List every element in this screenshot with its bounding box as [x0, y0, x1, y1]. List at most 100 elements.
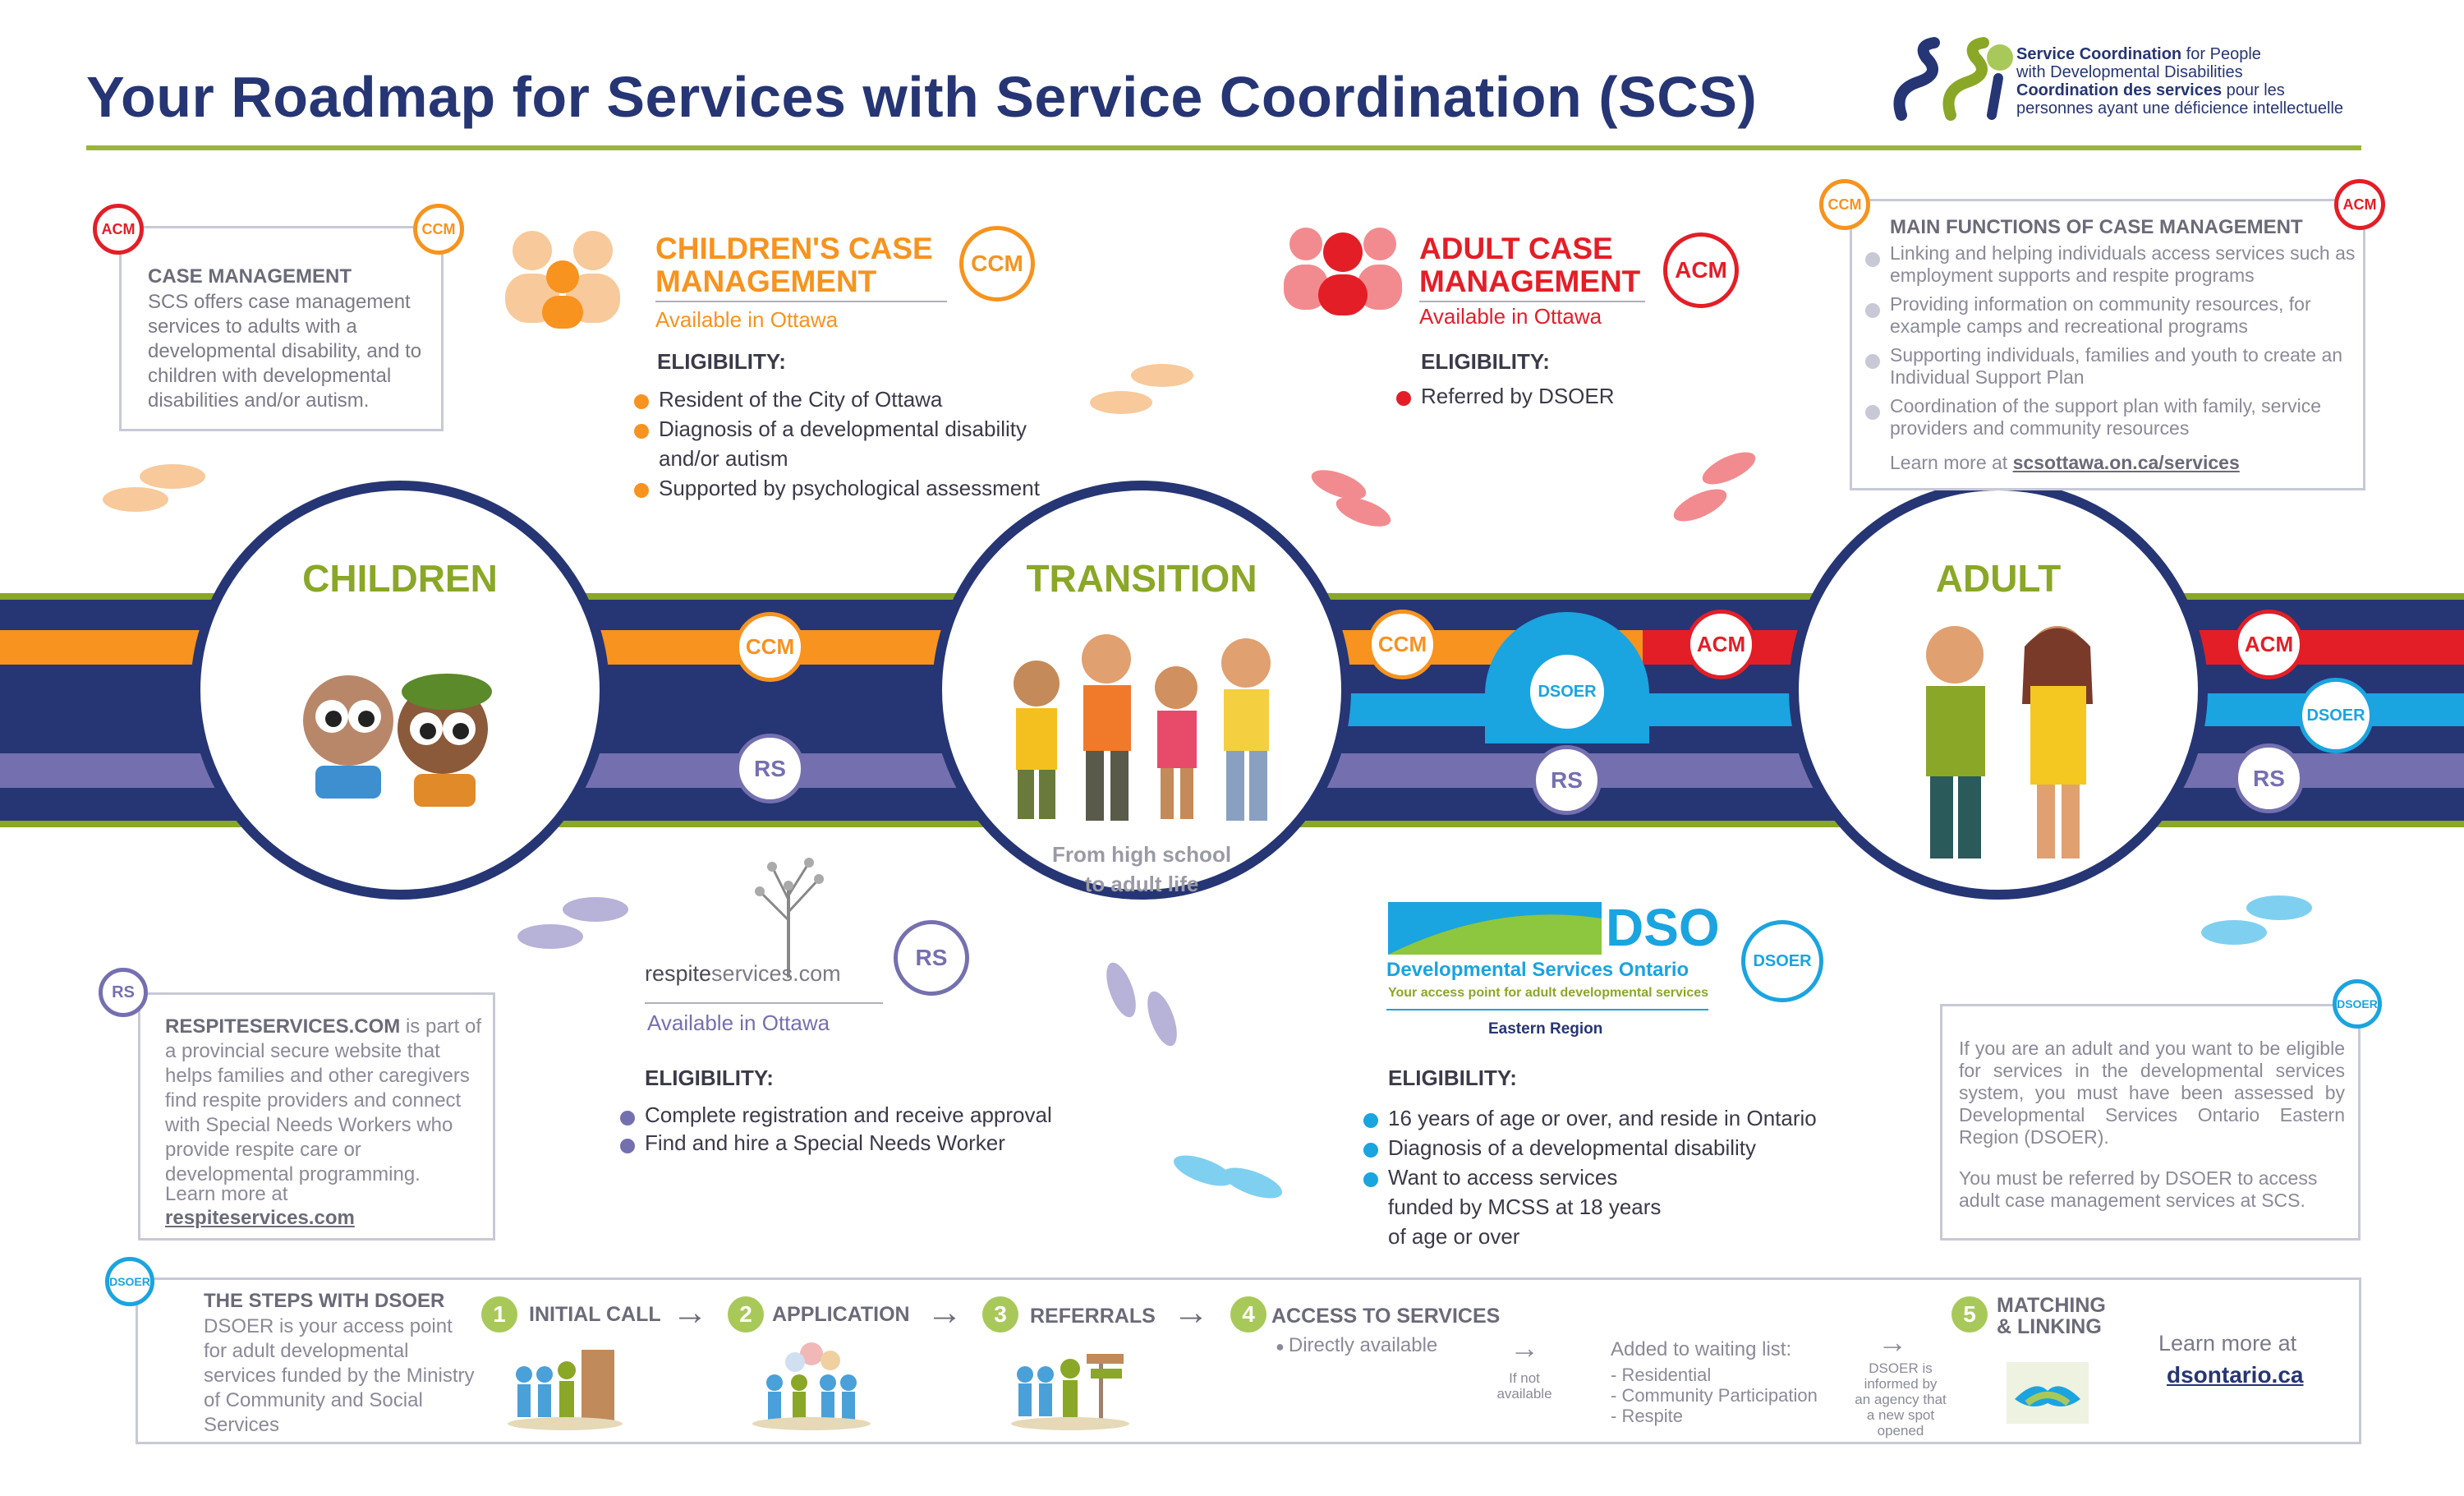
bullet-icon: ●	[1276, 1338, 1289, 1355]
transition-sub-line1: From high school	[1051, 842, 1232, 867]
list-item: Complete registration and receive approv…	[620, 1101, 1113, 1129]
adult-family-icon	[1284, 228, 1402, 315]
childrens-cm-title: CHILDREN'S CASE MANAGEMENT	[655, 232, 933, 298]
transition-title: TRANSITION	[1026, 557, 1257, 600]
adult-title: ADULT	[1935, 557, 2062, 600]
footprints-icon	[2201, 895, 2312, 945]
list-item: Find and hire a Special Needs Worker	[620, 1129, 1113, 1157]
footprints-icon	[1173, 1155, 1283, 1199]
waiting-item: - Community Participation	[1611, 1385, 1818, 1406]
respite-info-box: RESPITESERVICES.COM is part of a provinc…	[138, 992, 495, 1241]
dso-logo-big: DSO	[1606, 898, 1720, 957]
respite-learn-more: Learn more at	[165, 1183, 288, 1205]
step-label: APPLICATION	[772, 1303, 910, 1326]
dso-logo-name: Developmental Services Ontario	[1386, 959, 1689, 981]
adult-cm-title-line1: ADULT CASE	[1419, 232, 1613, 265]
childrens-cm-title-line2: MANAGEMENT	[655, 265, 877, 298]
footprints-icon	[1311, 470, 1391, 527]
scs-logo	[1885, 33, 2025, 136]
dsoer-informed: DSOER is informed by an agency that a ne…	[1855, 1360, 1947, 1438]
learn-more-prefix: Learn more at	[1890, 452, 2013, 473]
adult-cm-eligibility-label: ELIGIBILITY:	[1421, 349, 1550, 374]
respite-link[interactable]: respiteservices.com	[165, 1207, 355, 1229]
children-title: CHILDREN	[302, 557, 498, 600]
transition-circle: TRANSITION From high school to adult lif…	[932, 481, 1351, 900]
children-family-icon	[505, 231, 620, 329]
respite-eligibility-list: Complete registration and receive approv…	[620, 1101, 1113, 1157]
ccm-badge: CCM	[959, 226, 1035, 302]
dso-logo-rule	[1386, 1009, 1708, 1010]
adult-circle: ADULT	[1789, 481, 2208, 900]
dsoer-info-para2: You must be referred by DSOER to access …	[1959, 1167, 2318, 1211]
respite-heading: RESPITESERVICES.COM	[165, 1015, 401, 1038]
children-illustration	[303, 674, 492, 807]
scs-logo-icon	[1893, 37, 2013, 121]
step-label: ACCESS TO SERVICES	[1271, 1305, 1501, 1328]
logo-fr-line2: personnes ayant une déficience intellect…	[2016, 99, 2344, 117]
teens-illustration	[1014, 634, 1271, 821]
childrens-cm-title-line1: CHILDREN'S CASE	[655, 232, 933, 265]
respite-info-text: RESPITESERVICES.COM is part of a provinc…	[165, 1015, 485, 1187]
dso-region: Eastern Region	[1488, 1020, 1603, 1038]
adult-cm-underline	[1419, 301, 1645, 302]
adults-illustration	[1926, 626, 2093, 858]
dsoer-badge: DSOER	[105, 1257, 154, 1306]
list-item: Supporting individuals, families and you…	[1865, 344, 2358, 389]
childrens-cm-eligibility-label: ELIGIBILITY:	[657, 349, 786, 374]
case-management-body: SCS offers case management services to a…	[148, 291, 422, 412]
case-management-box: CASE MANAGEMENT SCS offers case manageme…	[119, 226, 444, 431]
step-label: INITIAL CALL	[529, 1303, 661, 1326]
dso-logo-graphic	[1388, 902, 1602, 955]
if-not-line2: available	[1496, 1386, 1552, 1402]
footprints-icon	[1673, 452, 1756, 522]
referrals-illustration	[1011, 1354, 1129, 1430]
list-item: Diagnosis of a developmental disability …	[634, 414, 1061, 473]
step-number: 2	[728, 1296, 764, 1333]
waiting-item: - Respite	[1611, 1406, 1684, 1426]
dsontario-link[interactable]: dsontario.ca	[2167, 1362, 2304, 1388]
step-number: 4	[1230, 1296, 1266, 1333]
list-item: Coordination of the support plan with fa…	[1865, 395, 2358, 440]
tree-icon	[755, 858, 824, 978]
children-circle: CHILDREN	[191, 481, 609, 900]
steps-intro: DSOER is your access point for adult dev…	[204, 1315, 475, 1436]
scs-services-link[interactable]: scsottawa.on.ca/services	[2012, 452, 2240, 473]
case-management-heading: CASE MANAGEMENT	[148, 265, 352, 288]
main-functions-list: Linking and helping individuals access s…	[1865, 242, 2358, 440]
acm-badge: ACM	[2234, 610, 2304, 679]
dsoer-info-box: If you are an adult and you want to be e…	[1940, 1004, 2361, 1241]
dso-logo-tagline: Your access point for adult developmenta…	[1388, 986, 1709, 1000]
dso-learn-more: Learn more at	[2158, 1331, 2297, 1356]
transition-sub-line2: to adult life	[1084, 872, 1199, 896]
logo-en-rest: for People	[2181, 45, 2261, 63]
list-item: Diagnosis of a developmental disability	[1363, 1133, 1832, 1162]
dso-eligibility-label: ELIGIBILITY:	[1388, 1066, 1517, 1090]
step-label: MATCHING & LINKING	[1997, 1294, 2106, 1338]
respite-eligibility-label: ELIGIBILITY:	[645, 1066, 774, 1090]
step-number: 1	[481, 1296, 517, 1333]
list-item: Linking and helping individuals access s…	[1865, 242, 2358, 287]
directly-available-text: Directly available	[1288, 1334, 1438, 1356]
directly-available: ● Directly available	[1276, 1334, 1437, 1357]
waiting-title: Added to waiting list:	[1611, 1338, 1792, 1360]
footprints-icon	[1090, 364, 1193, 414]
footprints-icon	[103, 464, 205, 512]
list-item: Want to access services funded by MCSS a…	[1363, 1162, 1684, 1251]
arrow-right-icon: →	[1173, 1292, 1209, 1333]
list-item: Supported by psychological assessment	[634, 473, 1061, 503]
list-item: Referred by DSOER	[1396, 381, 1725, 411]
step-label: REFERRALS	[1030, 1305, 1156, 1328]
respite-logo-text: respiteservices.com	[645, 961, 841, 987]
adult-cm-eligibility-list: Referred by DSOER	[1396, 381, 1725, 411]
childrens-cm-eligibility-list: Resident of the City of Ottawa Diagnosis…	[634, 384, 1061, 503]
footprints-icon	[1106, 962, 1177, 1047]
dsoer-info-para1: If you are an adult and you want to be e…	[1959, 1038, 2345, 1148]
adult-cm-title-line2: MANAGEMENT	[1419, 265, 1641, 298]
acm-badge: ACM	[2334, 179, 2385, 230]
rs-badge: RS	[2234, 743, 2304, 813]
arrow-right-icon: →	[926, 1292, 963, 1333]
waiting-list: Added to waiting list: - Residential - C…	[1611, 1339, 1818, 1426]
page-title: Your Roadmap for Services with Service C…	[86, 65, 1758, 129]
ccm-badge: CCM	[413, 204, 464, 255]
waiting-item: - Residential	[1611, 1365, 1712, 1385]
